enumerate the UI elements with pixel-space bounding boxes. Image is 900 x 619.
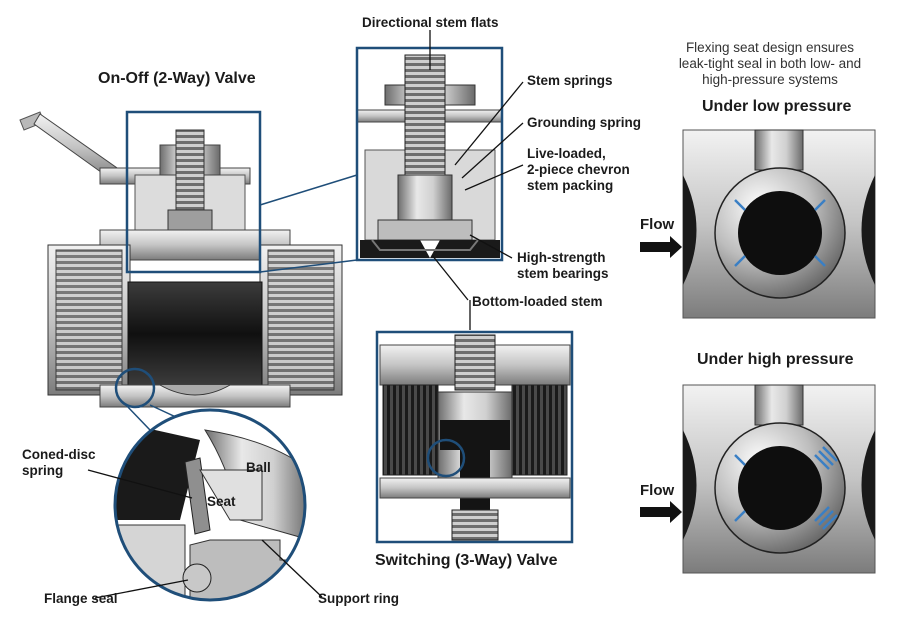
flow-label-high: Flow xyxy=(640,482,675,499)
high-pressure-title: Under high pressure xyxy=(697,351,854,368)
label-packing: Live-loaded, 2-piece chevron stem packin… xyxy=(527,146,630,194)
flow-label-low: Flow xyxy=(640,216,675,233)
label-packing-line-1: Live-loaded, xyxy=(527,146,606,161)
three-way-valve-illustration xyxy=(377,332,572,542)
label-packing-line-2: 2-piece chevron xyxy=(527,162,630,177)
label-bearings-line-1: High-strength xyxy=(517,250,606,265)
stem-detail-illustration xyxy=(356,48,503,260)
label-support-ring: Support ring xyxy=(318,591,399,606)
low-pressure-title: Under low pressure xyxy=(702,98,852,115)
flow-arrow-low-icon xyxy=(640,236,682,258)
callout-connector xyxy=(125,404,151,431)
label-flange-seal: Flange seal xyxy=(44,591,118,606)
label-coned-line-2: spring xyxy=(22,463,64,478)
label-coned-line-1: Coned-disc xyxy=(22,447,96,462)
high-pressure-illustration xyxy=(682,384,876,574)
stem-detail-callout-box xyxy=(125,110,262,274)
label-bottom-stem: Bottom-loaded stem xyxy=(472,294,603,309)
seat-detail-marker xyxy=(114,367,156,409)
note-line-1: Flexing seat design ensures xyxy=(685,40,855,55)
label-stem-springs: Stem springs xyxy=(527,73,613,88)
seat-detail-frame xyxy=(113,408,307,602)
label-bearings: High-strength stem bearings xyxy=(517,250,609,282)
note-line-2: leak-tight seal in both low- and xyxy=(678,56,862,71)
label-bearings-line-2: stem bearings xyxy=(517,266,609,281)
label-grounding-spring: Grounding spring xyxy=(527,115,641,130)
label-packing-line-3: stem packing xyxy=(527,178,614,193)
seat-design-note: Flexing seat design ensures leak-tight s… xyxy=(655,40,885,88)
callout-connector xyxy=(259,174,358,206)
seat-label-leaders xyxy=(87,469,323,599)
low-pressure-illustration xyxy=(682,129,876,319)
three-way-frame xyxy=(375,330,574,544)
stem-label-leaders xyxy=(429,30,524,330)
label-seat: Seat xyxy=(207,494,236,509)
three-way-title: Switching (3-Way) Valve xyxy=(375,552,558,569)
two-way-title: On-Off (2-Way) Valve xyxy=(98,70,256,87)
callout-connector xyxy=(259,259,358,273)
label-ball: Ball xyxy=(246,460,271,475)
label-coned-disc: Coned-disc spring xyxy=(22,447,96,479)
label-stem-flats: Directional stem flats xyxy=(362,15,499,30)
note-line-3: high-pressure systems xyxy=(702,72,838,87)
two-way-valve-illustration xyxy=(19,111,343,408)
three-way-seat-marker xyxy=(426,438,466,478)
flow-arrow-high-icon xyxy=(640,501,682,523)
